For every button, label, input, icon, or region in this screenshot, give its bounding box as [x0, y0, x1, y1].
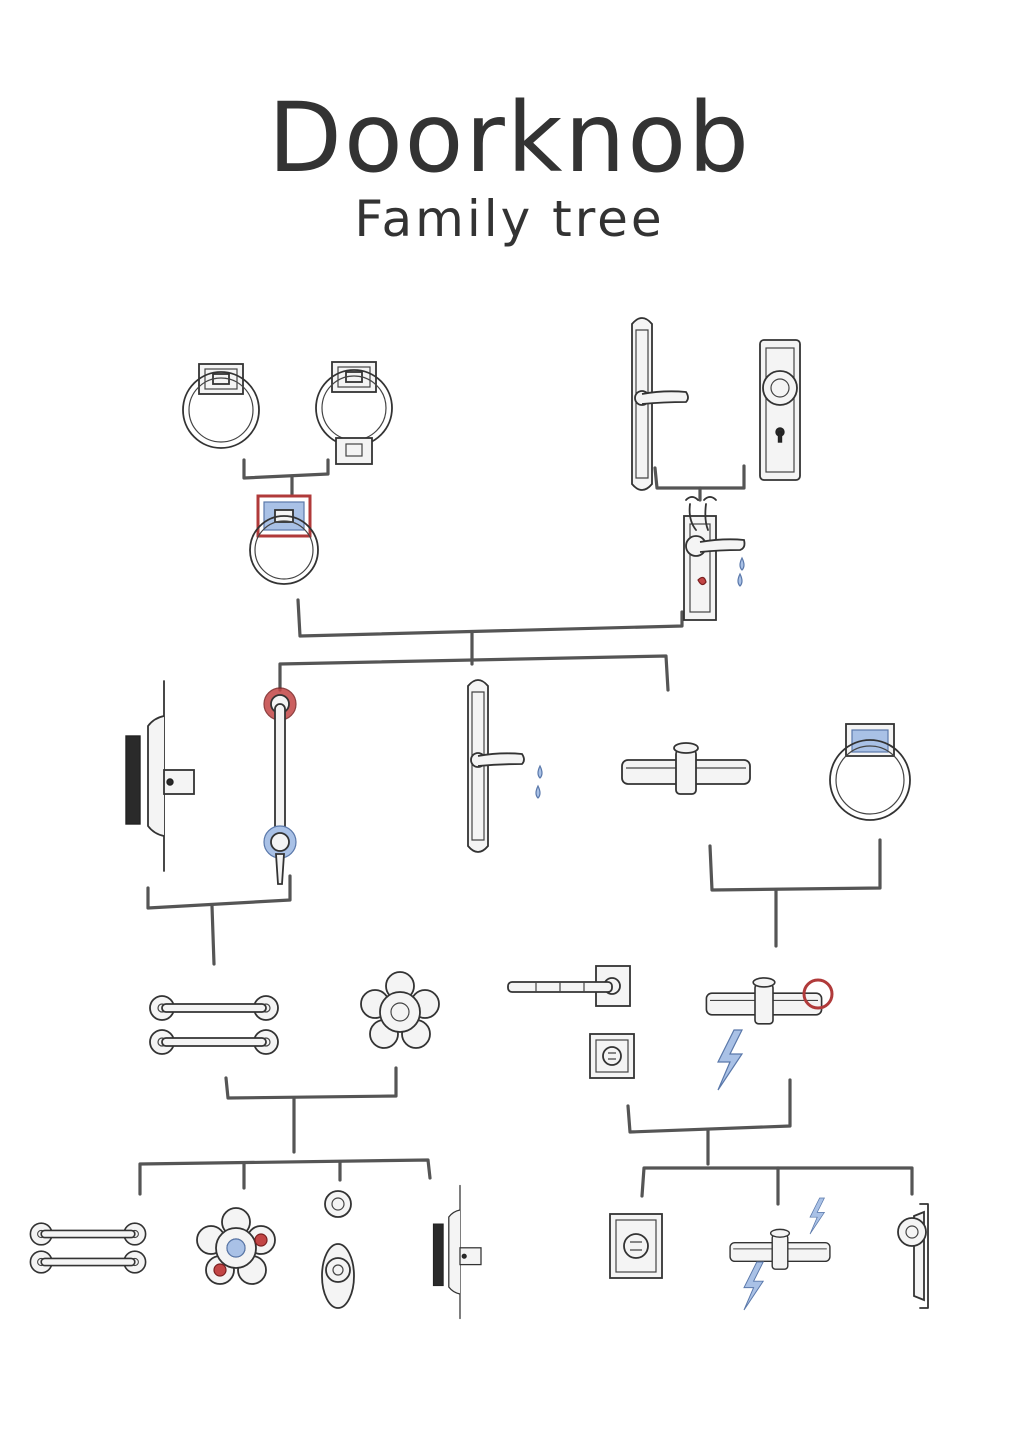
gen4-bamboo-lever	[507, 965, 635, 1079]
square-rose-icon	[589, 1033, 635, 1079]
knob-keyhole-icon	[759, 339, 801, 481]
gen2-ring-pull	[249, 494, 319, 585]
t-bar-icon	[621, 742, 751, 795]
gen5-t-bar-lightning	[729, 1197, 831, 1311]
knob-icon	[897, 1217, 927, 1247]
ring-pull-icon	[829, 739, 911, 821]
gen1-knob-plate	[759, 339, 801, 481]
red-ring	[802, 978, 834, 1010]
rosette-icon	[360, 971, 440, 1049]
ring-pull-icon	[315, 361, 393, 447]
gen4-double-bar-pull	[149, 995, 279, 1055]
gen3-flush-pull	[125, 680, 195, 872]
gen3-flower-bar-pull	[263, 687, 297, 885]
ears	[688, 503, 709, 531]
red-backplate-frame	[256, 494, 312, 538]
gen3-lever-plate	[467, 679, 543, 853]
square-rose-icon	[623, 1233, 649, 1259]
flush-pull-icon	[432, 1184, 482, 1320]
flush-pull-icon	[125, 680, 195, 872]
sweat-drop-icon	[537, 764, 543, 779]
bar-pull-icon	[149, 995, 279, 1021]
lever-handle-icon	[631, 317, 689, 491]
bar-pull-icon	[29, 1222, 147, 1246]
t-bar-icon	[729, 1228, 831, 1270]
gen1-lever-plate	[631, 317, 689, 491]
lightning-bolt-icon	[743, 1261, 764, 1311]
gen1-ring-pull-a	[182, 363, 260, 449]
ring-pull-icon	[182, 363, 260, 449]
gen4-rosette-knob	[360, 971, 440, 1049]
gen5-round-knobs	[321, 1190, 355, 1309]
gen4-t-bar-lightning	[705, 977, 834, 1091]
gen3-ring-pull	[829, 723, 911, 821]
red-keyhole	[697, 576, 707, 586]
sweat-drop-icon	[739, 556, 745, 571]
gen3-t-bar-knob	[621, 742, 751, 795]
gen5-flush-pull	[432, 1184, 482, 1320]
gen5-double-bar-pull	[29, 1222, 147, 1274]
page-title: Doorknob	[268, 82, 751, 194]
lever-handle-icon	[467, 679, 525, 853]
page-subtitle: Family tree	[354, 190, 665, 248]
gen2-lever-knob-face	[683, 496, 746, 621]
tree-connectors	[138, 458, 914, 1206]
knob-icon	[324, 1190, 352, 1218]
gen1-ring-pull-b	[315, 361, 393, 465]
bar-pull-icon	[274, 703, 286, 845]
gen5-square-rose	[609, 1213, 663, 1279]
ring-pull-icon	[249, 515, 319, 585]
gen5-knob-plate	[897, 1203, 929, 1309]
lever-handle-icon	[699, 538, 746, 553]
gen5-flower-knob	[196, 1207, 276, 1285]
lightning-bolt-icon	[717, 1029, 743, 1091]
